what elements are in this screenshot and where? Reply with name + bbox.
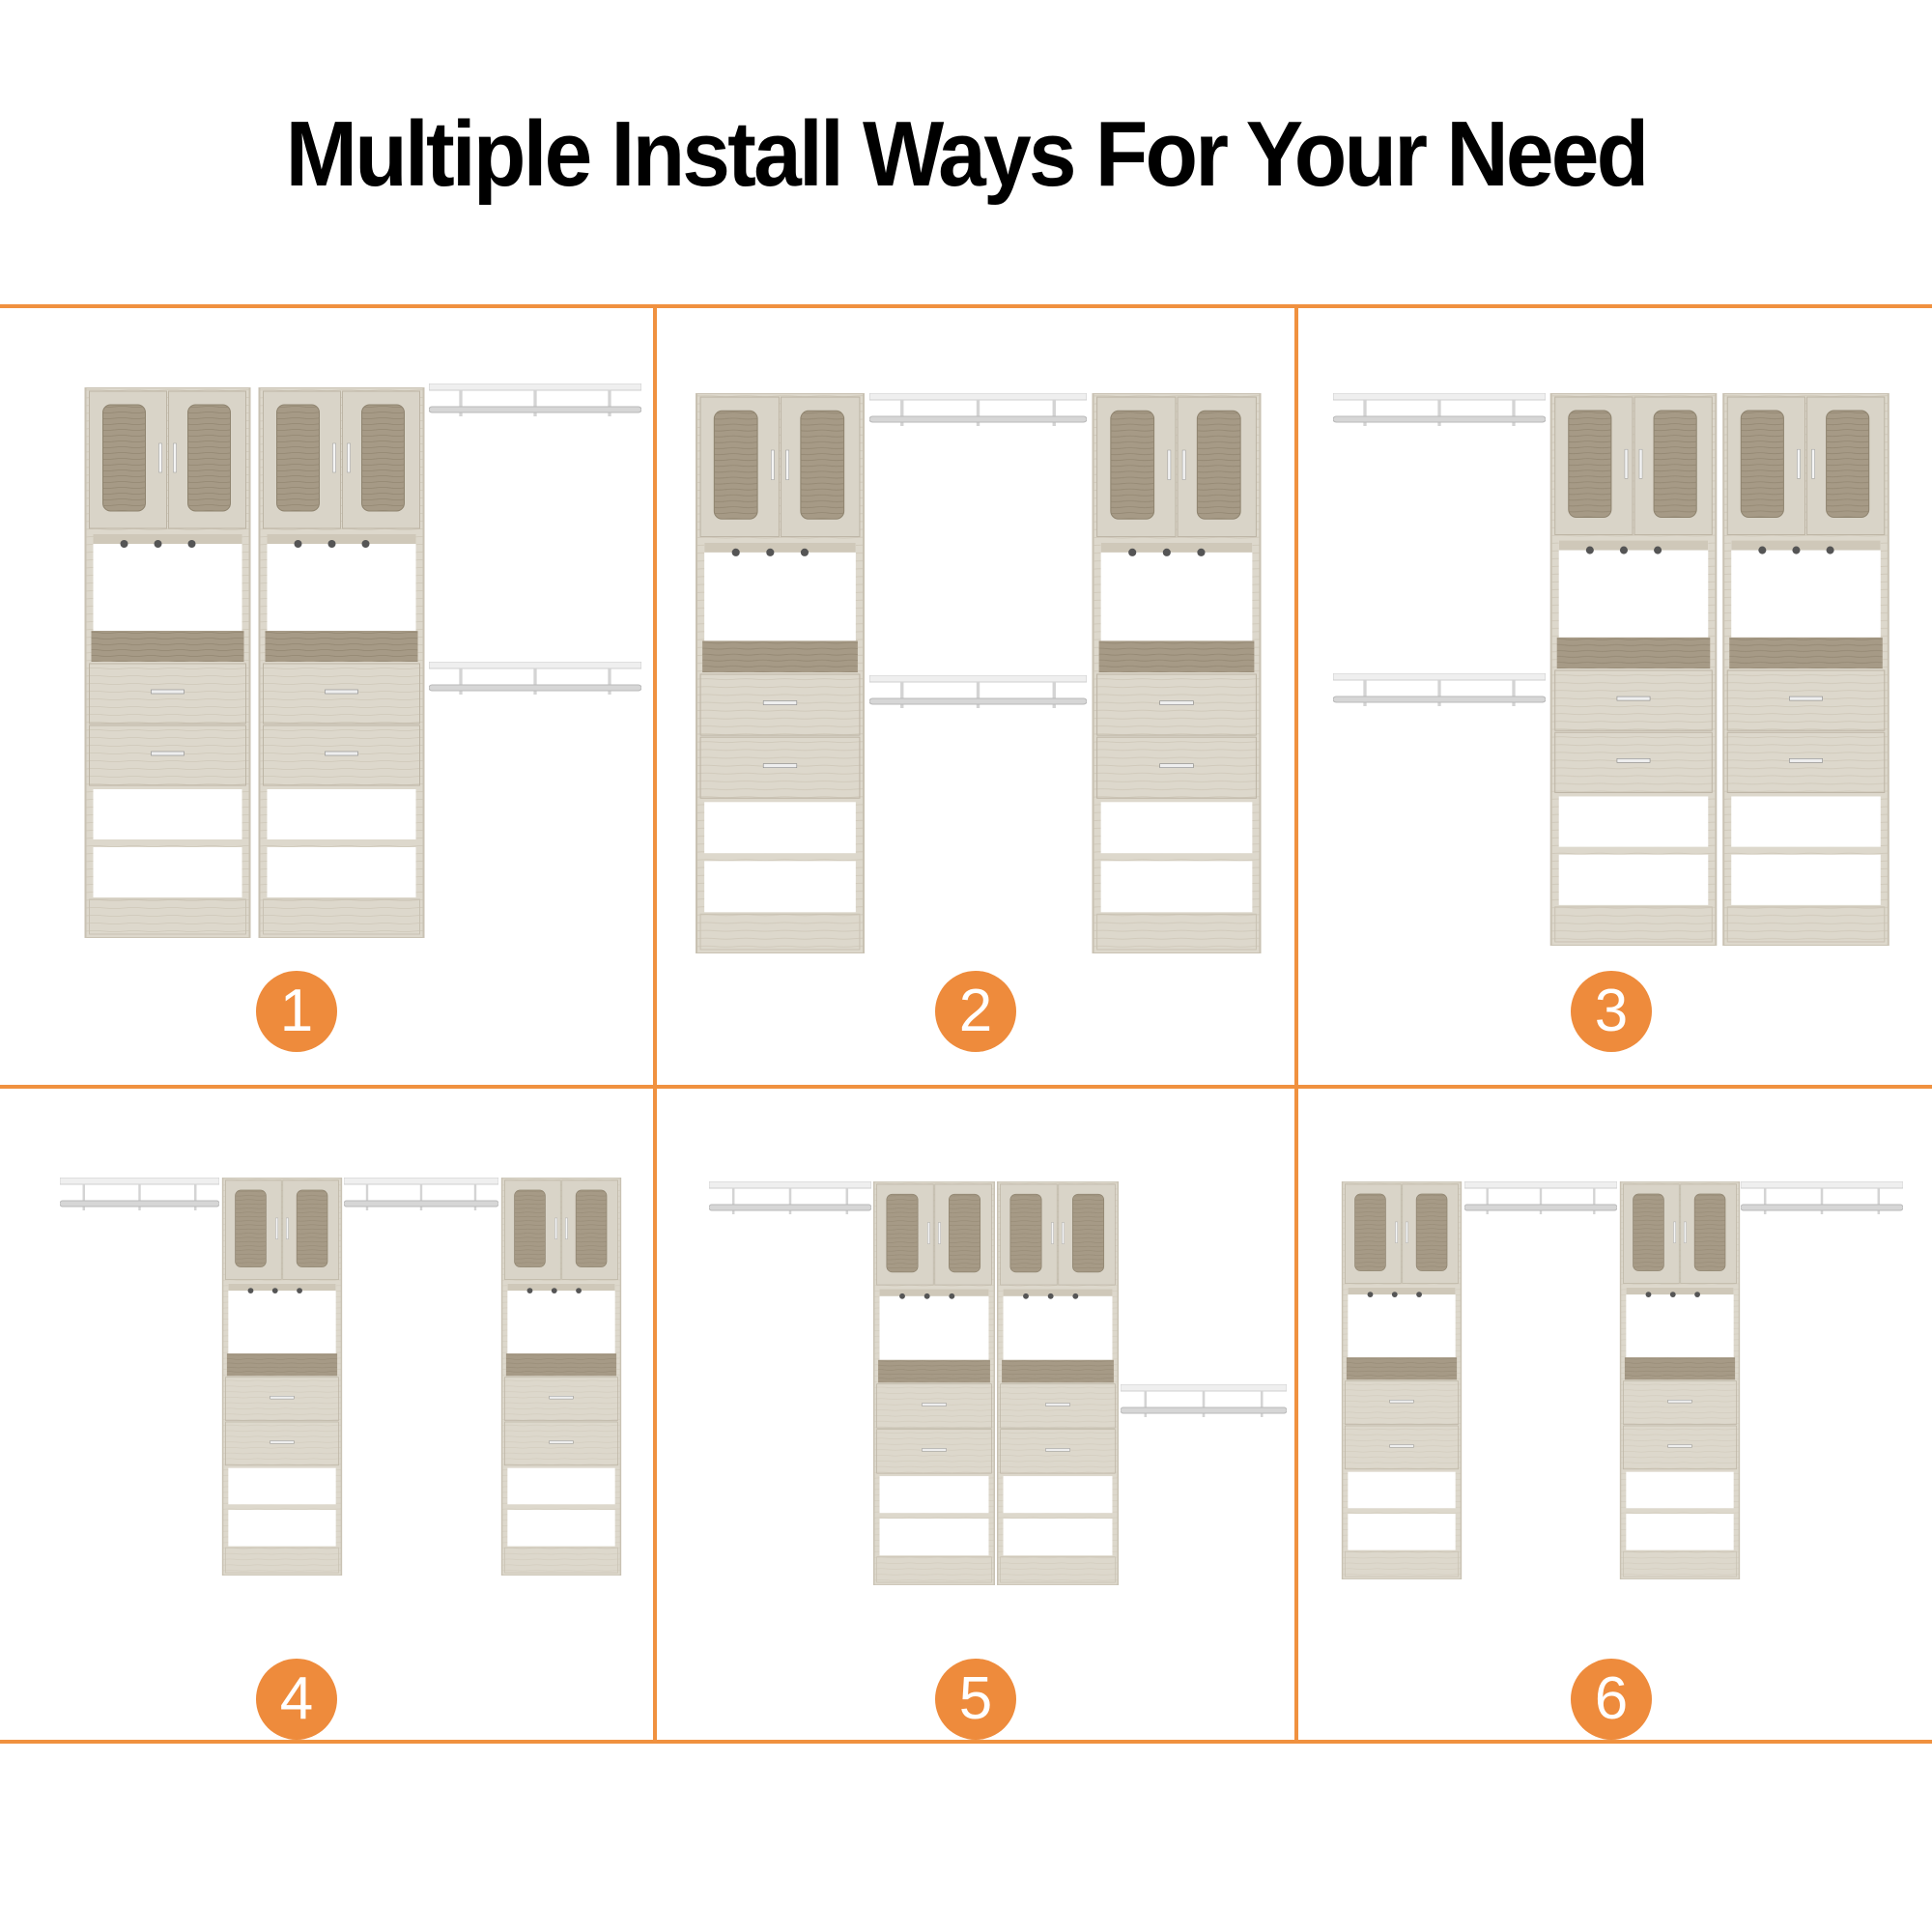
option-3: 3 xyxy=(1298,308,1932,1081)
divider-bottom xyxy=(0,1740,1932,1744)
closet-layout-image xyxy=(696,393,1262,953)
page-title: Multiple Install Ways For Your Need xyxy=(285,102,1650,206)
closet-layout-image xyxy=(1333,393,1889,946)
options-grid: 1 2 3 4 xyxy=(0,304,1932,1744)
option-number-badge: 1 xyxy=(256,971,337,1052)
option-5: 5 xyxy=(657,1089,1294,1861)
option-4: 4 xyxy=(0,1089,638,1861)
option-number-badge: 3 xyxy=(1571,971,1652,1052)
closet-layout-image xyxy=(1341,1181,1903,1579)
option-2: 2 xyxy=(657,308,1294,1081)
closet-layout-image xyxy=(84,384,641,938)
option-number-badge: 6 xyxy=(1571,1659,1652,1740)
option-1: 1 xyxy=(0,308,641,1081)
option-number-badge: 5 xyxy=(935,1659,1016,1740)
divider-middle xyxy=(0,1085,1932,1089)
closet-layout-image xyxy=(60,1178,622,1576)
option-6: 6 xyxy=(1298,1089,1932,1861)
divider-right xyxy=(1294,304,1298,1744)
closet-layout-image xyxy=(709,1181,1287,1585)
option-number-badge: 4 xyxy=(256,1659,337,1740)
option-number-badge: 2 xyxy=(935,971,1016,1052)
divider-top xyxy=(0,304,1932,308)
divider-left xyxy=(653,304,657,1744)
